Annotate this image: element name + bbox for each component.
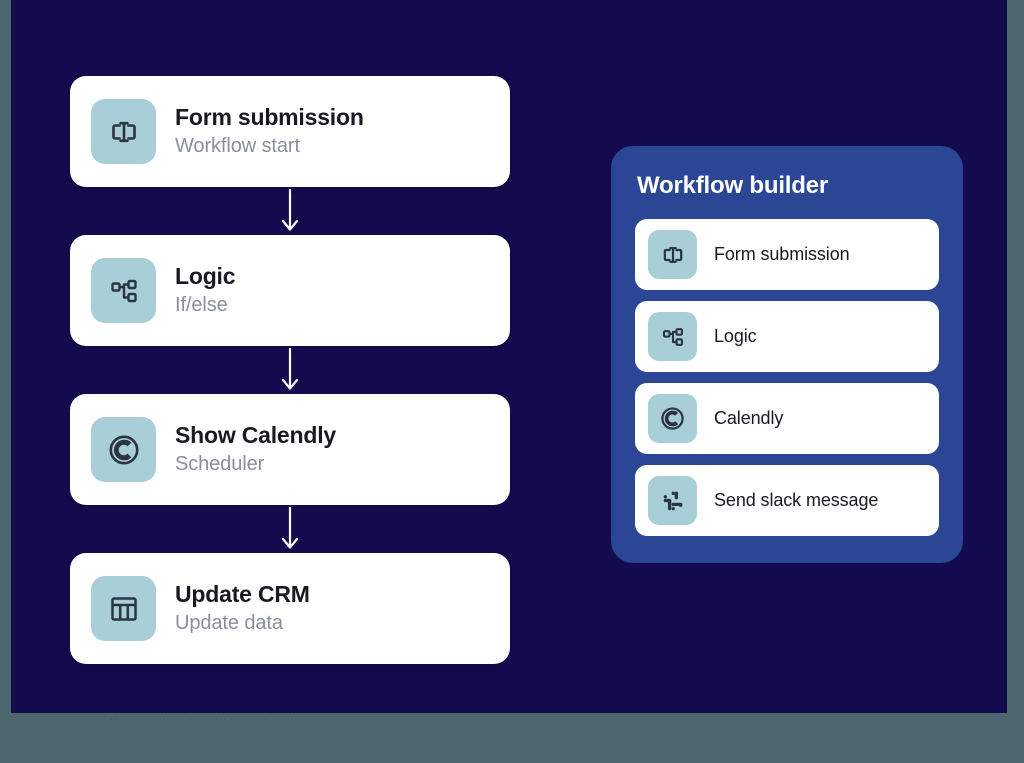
panel-item-logic[interactable]: Logic [635,301,939,372]
flow-step-subtitle: Workflow start [175,135,300,158]
workflow-flow-column: Form submission Workflow start [70,76,510,664]
flow-step-card-update-crm[interactable]: Update CRM Update data [70,553,510,664]
panel-item-label: Logic [714,326,757,346]
panel-item-calendly[interactable]: Calendly [635,383,939,454]
workflow-canvas: Form submission Workflow start [11,0,1007,713]
flow-step-subtitle: If/else [175,294,228,317]
form-input-icon [648,230,697,279]
flow-connector-1 [70,187,510,235]
flow-step-card-logic[interactable]: Logic If/else [70,235,510,346]
flow-step-text: Show Calendly Scheduler [175,422,336,477]
table-columns-icon [91,576,156,641]
arrow-down-icon [281,189,299,231]
flow-step-subtitle: Update data [175,612,283,635]
panel-item-label: Form submission [714,244,850,264]
flow-step-card-form-submission[interactable]: Form submission Workflow start [70,76,510,187]
flow-step-text: Form submission Workflow start [175,104,364,159]
calendly-icon [91,417,156,482]
flow-step-title: Update CRM [175,580,310,607]
branch-logic-icon [648,312,697,361]
flow-step-title: Logic [175,262,236,289]
branch-logic-icon [91,258,156,323]
flow-step-text: Update CRM Update data [175,581,310,636]
flow-step-text: Logic If/else [175,262,236,318]
flow-step-title: Show Calendly [175,421,336,448]
panel-item-label: Send slack message [714,490,879,510]
flow-connector-3 [70,505,510,553]
panel-item-send-slack-message[interactable]: Send slack message [635,465,939,536]
panel-item-form-submission[interactable]: Form submission [635,219,939,290]
arrow-down-icon [281,348,299,390]
form-input-icon [91,99,156,164]
panel-title: Workflow builder [637,172,829,199]
calendly-icon [648,394,697,443]
flow-step-card-show-calendly[interactable]: Show Calendly Scheduler [70,394,510,505]
flow-step-subtitle: Scheduler [175,453,265,476]
ghost-text-artifact: ·· ··· ···· ····· ·· ····· ···· ·· ···· … [110,715,322,724]
slack-icon [648,476,697,525]
flow-connector-2 [70,346,510,394]
flow-step-title: Form submission [175,103,364,130]
arrow-down-icon [281,507,299,549]
workflow-builder-panel: Workflow builder Form submission [611,146,963,563]
panel-item-label: Calendly [714,408,784,428]
